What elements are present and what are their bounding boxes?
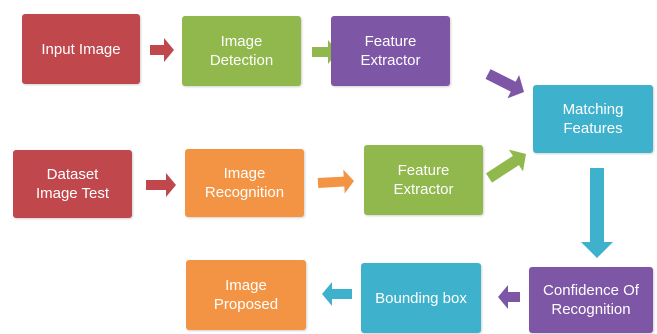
- node-label: Input Image: [41, 40, 121, 58]
- arrow-bounding-box-to-image-proposed: [322, 282, 352, 306]
- arrow-dataset-image-test-to-image-recognition: [146, 173, 176, 197]
- arrow-input-image-to-image-detection: [150, 38, 174, 62]
- node-feature-extractor-top: Feature Extractor: [331, 16, 450, 86]
- node-image-proposed: Image Proposed: [186, 260, 306, 330]
- arrow-feature-extractor-bottom-to-matching-features: [486, 149, 526, 183]
- node-label: Feature Extractor: [360, 33, 421, 69]
- node-dataset-image-test: Dataset Image Test: [13, 150, 132, 218]
- node-input-image: Input Image: [22, 14, 140, 84]
- node-image-recognition: Image Recognition: [185, 149, 304, 217]
- node-label: Dataset Image Test: [35, 166, 110, 202]
- node-image-detection: Image Detection: [182, 16, 301, 86]
- node-feature-extractor-bottom: Feature Extractor: [364, 145, 483, 215]
- node-label: Image Detection: [209, 33, 274, 69]
- node-confidence-of-recognition: Confidence Of Recognition: [529, 267, 653, 333]
- arrow-matching-features-to-confidence-of-recognition: [581, 168, 613, 258]
- arrow-feature-extractor-top-to-matching-features: [485, 69, 524, 99]
- node-label: Image Recognition: [204, 165, 285, 201]
- node-label: Confidence Of Recognition: [543, 282, 639, 318]
- node-label: Bounding box: [375, 289, 467, 307]
- arrow-confidence-of-recognition-to-bounding-box: [498, 285, 520, 309]
- arrow-image-recognition-to-feature-extractor-bottom: [317, 169, 354, 194]
- node-bounding-box: Bounding box: [361, 263, 481, 333]
- node-label: Feature Extractor: [393, 162, 454, 198]
- node-label: Matching Features: [562, 101, 624, 137]
- node-matching-features: Matching Features: [533, 85, 653, 153]
- node-label: Image Proposed: [213, 277, 279, 313]
